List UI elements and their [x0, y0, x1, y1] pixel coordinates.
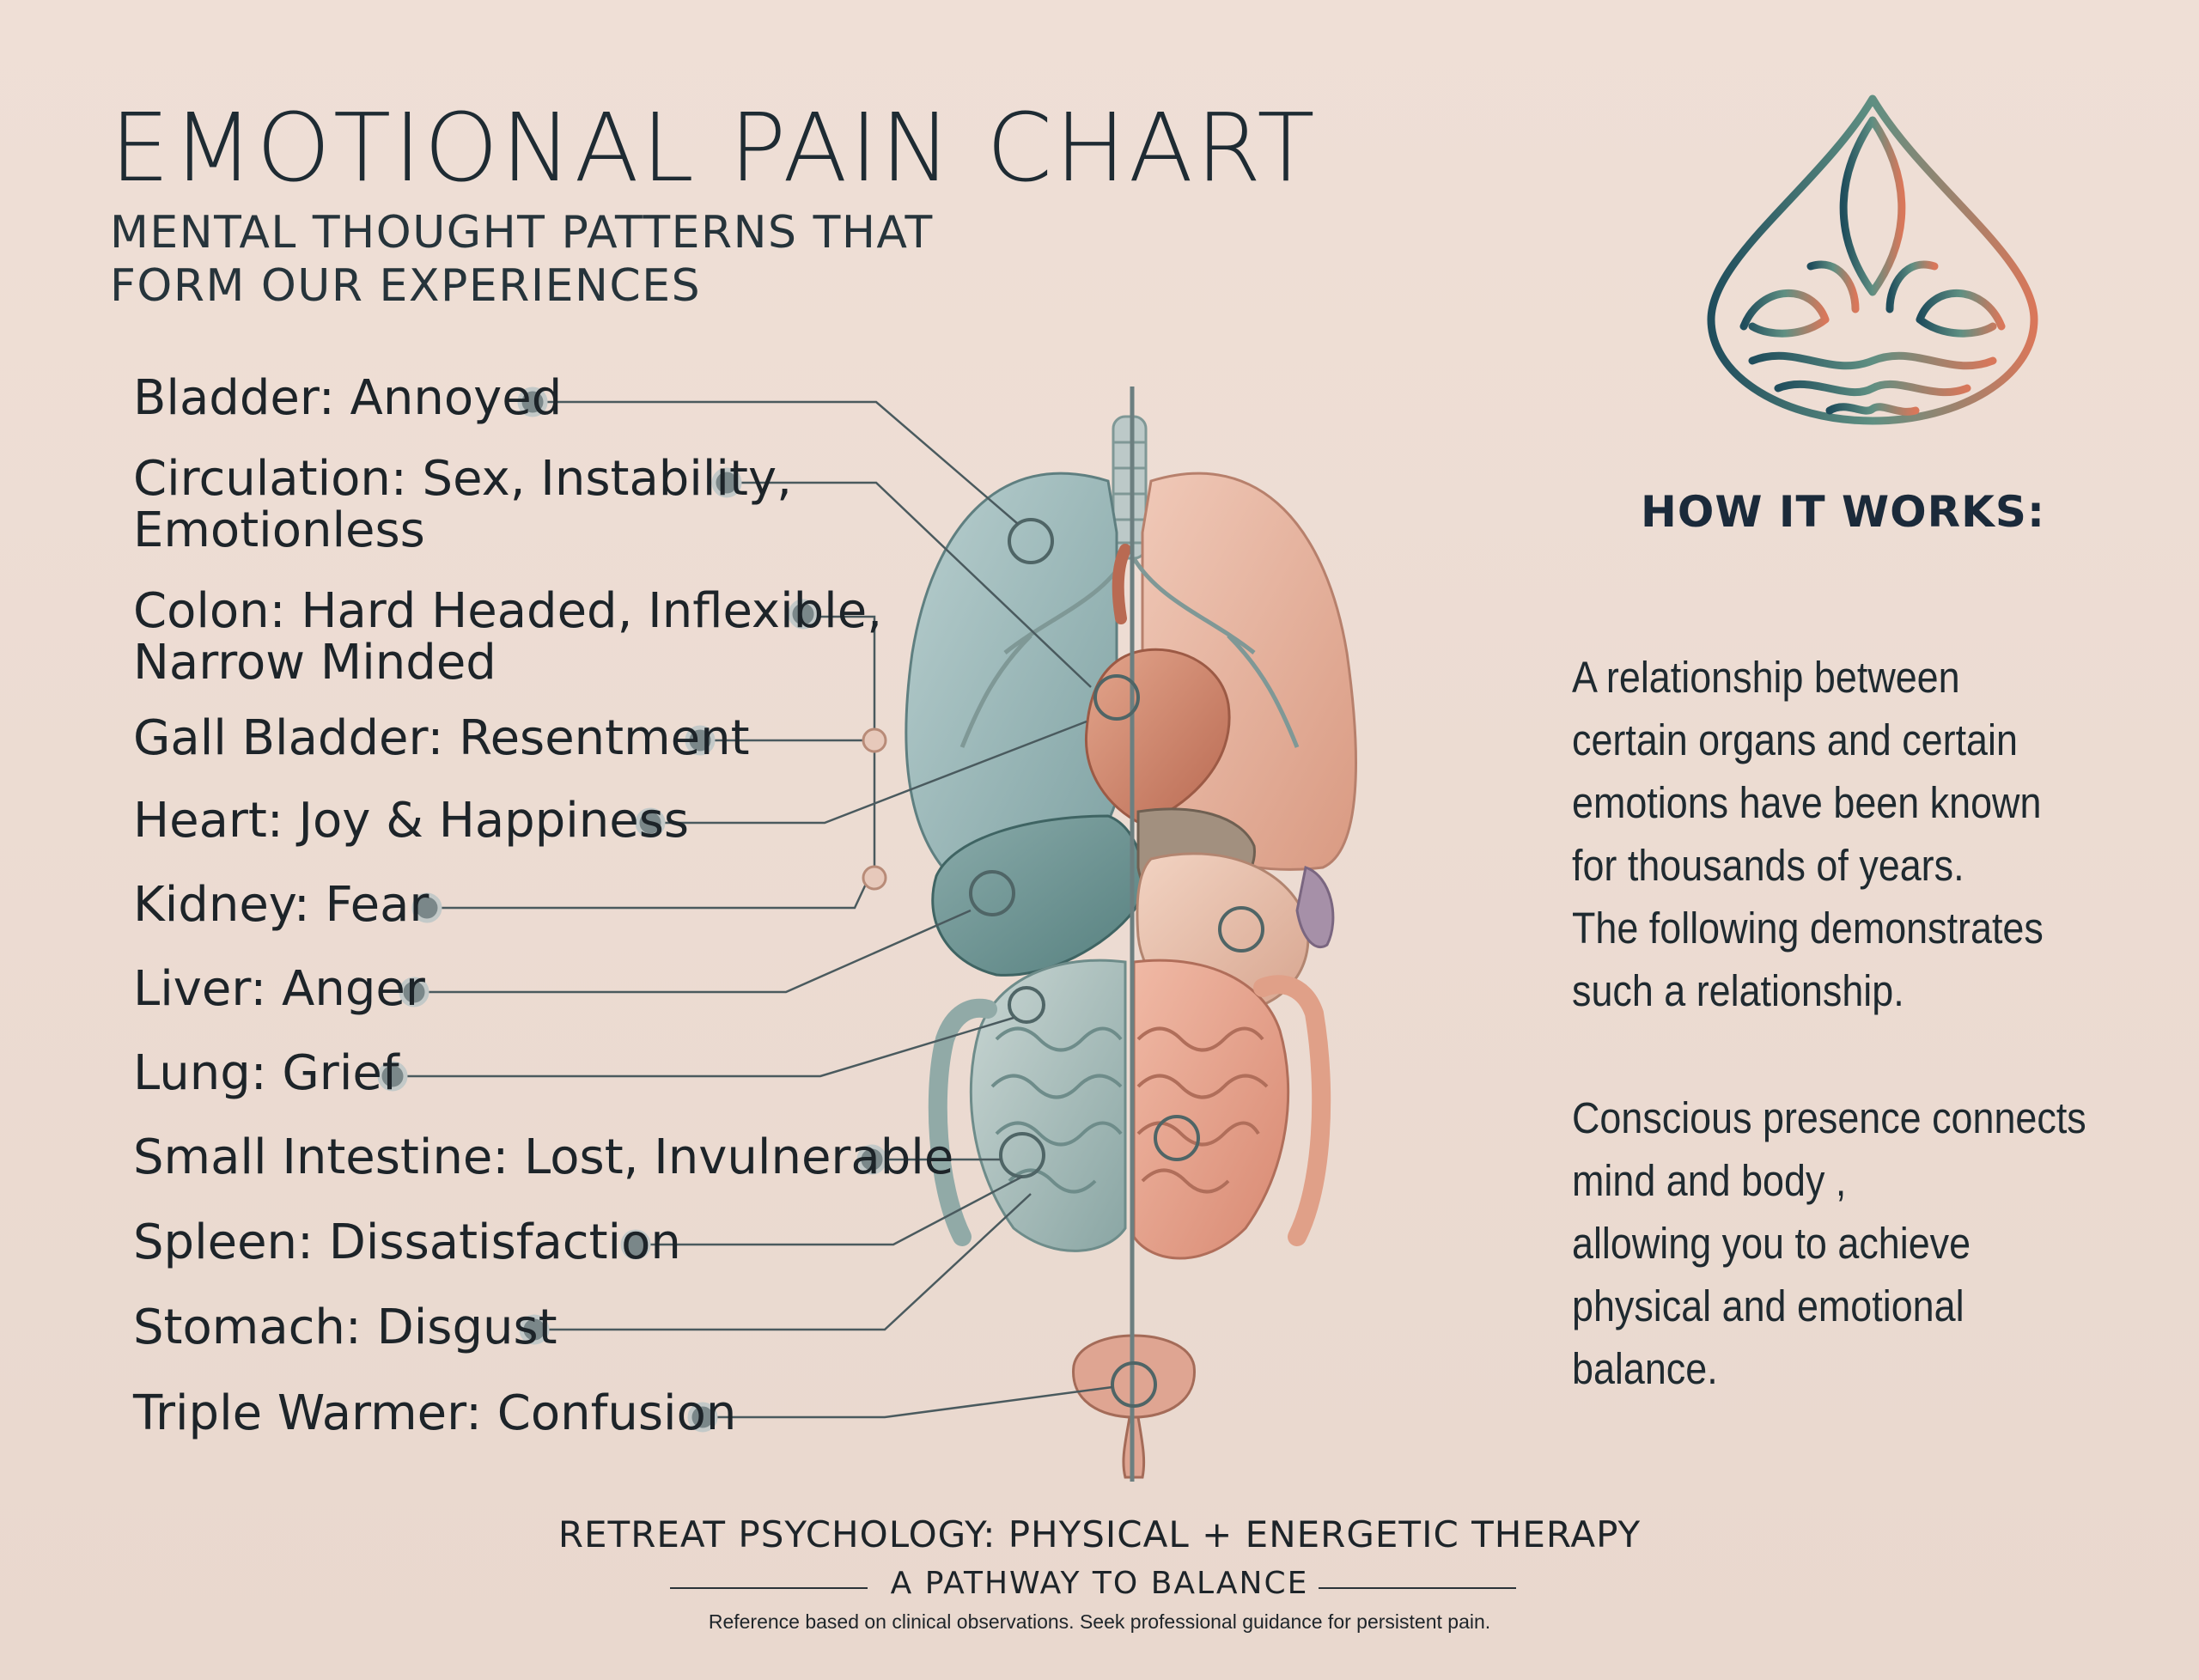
how-it-works-title: HOW IT WORKS: [1641, 487, 2045, 537]
organ-label-heart: Heart: Joy & Happiness [133, 793, 690, 849]
small-intestine-right [1132, 959, 1290, 1260]
organ-label-gall-bladder: Gall Bladder: Resentment [133, 710, 750, 766]
page-subtitle: MENTAL THOUGHT PATTERNS THAT FORM OUR EX… [110, 206, 934, 313]
footer-subtitle: A PATHWAY TO BALANCE [890, 1566, 1309, 1601]
footer-divider-right [1319, 1587, 1516, 1589]
footer-divider-left [670, 1587, 868, 1589]
subtitle-line-2: FORM OUR EXPERIENCES [110, 260, 702, 312]
how-it-works-paragraph-2: Conscious presence connects mind and bod… [1572, 1093, 2086, 1393]
organ-label-liver: Liver: Anger [133, 961, 425, 1017]
organ-label-spleen: Spleen: Dissatisfaction [133, 1214, 681, 1270]
subtitle-line-1: MENTAL THOUGHT PATTERNS THAT [110, 207, 934, 259]
organ-label-colon: Colon: Hard Headed, Inflexible,Narrow Mi… [133, 583, 882, 691]
human-organs-illustration [905, 387, 1357, 1482]
water-drop-leaf-logo-icon [1707, 94, 2038, 425]
footer-title: RETREAT PSYCHOLOGY: PHYSICAL + ENERGETIC… [557, 1513, 1642, 1555]
page-title: EMOTIONAL PAIN CHART [110, 93, 1318, 203]
how-it-works-paragraph-1: A relationship between certain organs an… [1572, 653, 2044, 1015]
organ-label-triple-warmer: Triple Warmer: Confusion [133, 1385, 737, 1441]
organ-label-small-intestine: Small Intestine: Lost, Invulnerable [133, 1129, 954, 1185]
organ-label-kidney: Kidney: Fear [133, 877, 429, 933]
label-dot-icon [377, 387, 887, 1433]
footer-disclaimer: Reference based on clinical observations… [708, 1610, 1491, 1633]
organ-label-bladder: Bladder: Annoyed [133, 370, 563, 426]
organ-label-stomach: Stomach: Disgust [133, 1300, 557, 1355]
organ-label-circulation: Circulation: Sex, Instability,Emotionles… [133, 451, 792, 558]
connector-lines [393, 400, 1113, 1419]
organ-label-lung: Lung: Grief [133, 1045, 399, 1101]
small-intestine-left [969, 959, 1127, 1252]
